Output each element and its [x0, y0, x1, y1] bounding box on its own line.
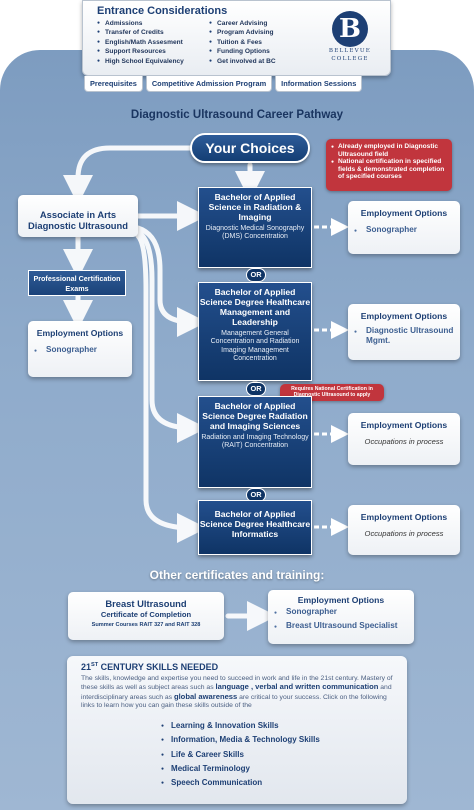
associate-to-degree2-line [135, 225, 207, 337]
employment-title: Employment Options [360, 512, 448, 522]
skills-list: Learning & Innovation Skills Information… [161, 719, 320, 790]
choices-note: Already employed in Diagnostic Ultrasoun… [326, 139, 452, 191]
associate-to-degree3-line [135, 229, 207, 443]
skills-text: The skills, knowledge and expertise you … [81, 675, 393, 692]
entrance-list-left: Admissions Transfer of Credits English/M… [97, 19, 184, 66]
skills-title-number: 21 [81, 662, 92, 672]
logo-line2: COLLEGE [331, 56, 369, 62]
employment-box-2: Employment Options Diagnostic Ultrasound… [348, 304, 460, 360]
logo-letter: B [332, 11, 368, 47]
employment-title: Employment Options [36, 328, 124, 338]
associate-line2: Diagnostic Ultrasound [27, 220, 128, 231]
entrance-link[interactable]: Program Advising [209, 28, 276, 37]
employment-title: Employment Options [360, 420, 448, 430]
entrance-link[interactable]: Admissions [97, 19, 184, 28]
tab-information-sessions[interactable]: Information Sessions [275, 76, 363, 92]
skills-paragraph: The skills, knowledge and expertise you … [81, 675, 399, 711]
entrance-link[interactable]: English/Math Assesment [97, 38, 184, 47]
choices-note-item: National certification in specified fiel… [331, 158, 447, 181]
breast-title: Breast Ultrasound [105, 598, 187, 609]
or-badge: OR [246, 268, 266, 282]
entrance-title: Entrance Considerations [97, 5, 228, 17]
degree-radiation-imaging-sciences[interactable]: Bachelor of Applied Science Degree Radia… [198, 396, 312, 488]
employment-title: Employment Options [297, 595, 385, 605]
employment-note: Occupations in process [364, 437, 444, 446]
associate-to-degree4-line [135, 233, 207, 543]
employment-item[interactable]: Sonographer [348, 225, 460, 236]
degree-concentration: Diagnostic Medical Sonography (DMS) Conc… [205, 225, 305, 241]
entrance-link[interactable]: Get involved at BC [209, 57, 276, 66]
skills-title-sup: ST [91, 662, 99, 668]
degree-healthcare-management[interactable]: Bachelor of Applied Science Degree Healt… [198, 282, 312, 381]
skills-title: 21ST CENTURY SKILLS NEEDED [81, 662, 218, 672]
assoc-employment-box: Employment Options Sonographer [28, 321, 132, 377]
degree-title: Bachelor of Applied Science in Radiation… [208, 192, 302, 222]
entrance-link[interactable]: Transfer of Credits [97, 28, 184, 37]
tab-prerequisites[interactable]: Prerequisites [84, 76, 143, 92]
skills-title-rest: CENTURY SKILLS NEEDED [98, 662, 219, 672]
employment-item[interactable]: Sonographer [28, 345, 132, 356]
bellevue-college-logo[interactable]: B BELLEVUE COLLEGE [322, 11, 378, 67]
entrance-link[interactable]: Tuition & Fees [209, 38, 276, 47]
degree-title: Bachelor of Applied Science Degree Healt… [199, 287, 311, 327]
breast-courses: Summer Courses RAIT 327 and RAIT 328 [91, 622, 201, 628]
choices-note-item: Already employed in Diagnostic Ultrasoun… [331, 143, 447, 158]
other-certificates-title: Other certificates and training: [149, 568, 325, 582]
associate-degree-box[interactable]: Associate in Arts Diagnostic Ultrasound [18, 195, 138, 237]
associate-line1: Associate in Arts [39, 209, 117, 220]
skills-text: and interdisciplinary areas such as [81, 684, 392, 701]
skill-link[interactable]: Speech Communication [161, 776, 320, 790]
your-choices-pill: Your Choices [190, 133, 310, 163]
employment-note: Occupations in process [364, 529, 444, 538]
entrance-link[interactable]: Support Resources [97, 47, 184, 56]
logo-line1: BELLEVUE [328, 48, 372, 54]
skills-text: are critical to your success. Click on t… [81, 693, 387, 710]
employment-item[interactable]: Sonographer [268, 607, 414, 618]
skill-link[interactable]: Medical Terminology [161, 762, 320, 776]
choices-to-associate-line [63, 145, 193, 205]
skills-box: 21ST CENTURY SKILLS NEEDED The skills, k… [67, 656, 407, 804]
breast-employment-box: Employment Options Sonographer Breast Ul… [268, 590, 414, 644]
degree-title: Bachelor of Applied Science Degree Radia… [202, 401, 308, 431]
entrance-link[interactable]: High School Equivalency [97, 57, 184, 66]
breast-ultrasound-box[interactable]: Breast Ultrasound Certificate of Complet… [68, 592, 224, 640]
employment-box-1: Employment Options Sonographer [348, 201, 460, 254]
entrance-link[interactable]: Funding Options [209, 47, 276, 56]
degree-concentration: Radiation and Imaging Technology (RAIT) … [201, 434, 309, 450]
breast-subtitle: Certificate of Completion [100, 610, 192, 619]
skill-link[interactable]: Life & Career Skills [161, 748, 320, 762]
employment-box-4: Employment Options Occupations in proces… [348, 505, 460, 555]
employment-box-3: Employment Options Occupations in proces… [348, 413, 460, 465]
skill-link[interactable]: Information, Media & Technology Skills [161, 733, 320, 747]
or-badge: OR [246, 382, 266, 396]
entrance-link[interactable]: Career Advising [209, 19, 276, 28]
employment-item[interactable]: Diagnostic Ultrasound Mgmt. [348, 326, 460, 346]
degree-title: Bachelor of Applied Science Degree Healt… [199, 509, 311, 539]
entrance-list-right: Career Advising Program Advising Tuition… [209, 19, 276, 66]
entrance-considerations-box: Entrance Considerations Admissions Trans… [82, 0, 391, 76]
skills-emphasis: global awareness [173, 691, 238, 701]
professional-certification-exams[interactable]: Professional Certification Exams [28, 270, 126, 296]
employment-title: Employment Options [360, 208, 448, 218]
degree-concentration: Management General Concentration and Rad… [210, 330, 300, 363]
tab-competitive-admission[interactable]: Competitive Admission Program [145, 76, 273, 92]
skill-link[interactable]: Learning & Innovation Skills [161, 719, 320, 733]
degree-healthcare-informatics[interactable]: Bachelor of Applied Science Degree Healt… [198, 500, 312, 555]
degree-radiation-imaging[interactable]: Bachelor of Applied Science in Radiation… [198, 187, 312, 268]
employment-item[interactable]: Breast Ultrasound Specialist [268, 621, 414, 632]
pathway-title: Diagnostic Ultrasound Career Pathway [130, 109, 344, 121]
employment-title: Employment Options [360, 311, 448, 321]
entrance-tabs: Prerequisites Competitive Admission Prog… [84, 76, 365, 92]
skills-emphasis: language , verbal and written communicat… [215, 682, 379, 692]
prof-exams-label: Professional Certification Exams [33, 274, 121, 293]
